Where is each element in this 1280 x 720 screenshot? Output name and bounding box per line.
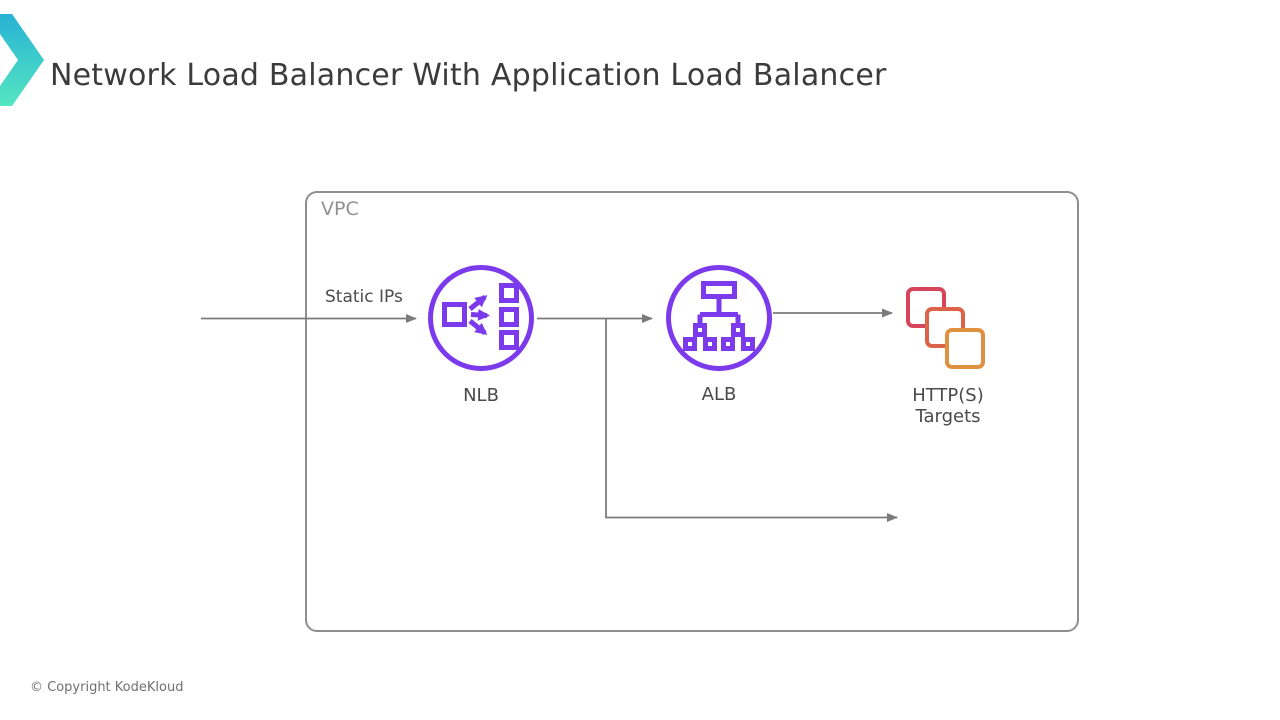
targets-stacked-squares-icon [906, 287, 986, 369]
application-load-balancer-icon [683, 281, 755, 351]
alb-label: ALB [701, 384, 737, 405]
kodekloud-logo-icon [0, 14, 44, 106]
page-title: Network Load Balancer With Application L… [50, 58, 887, 93]
nlb-label: NLB [463, 385, 499, 406]
targets-label: HTTP(S) Targets [912, 385, 984, 427]
vpc-container [305, 191, 1079, 632]
nlb-node [428, 265, 534, 371]
static-ips-label: Static IPs [325, 287, 403, 307]
copyright-footer: © Copyright KodeKloud [30, 680, 184, 695]
target-square-orange [945, 328, 985, 369]
vpc-label: VPC [321, 198, 359, 220]
network-load-balancer-icon [442, 283, 519, 350]
alb-node [666, 265, 772, 371]
